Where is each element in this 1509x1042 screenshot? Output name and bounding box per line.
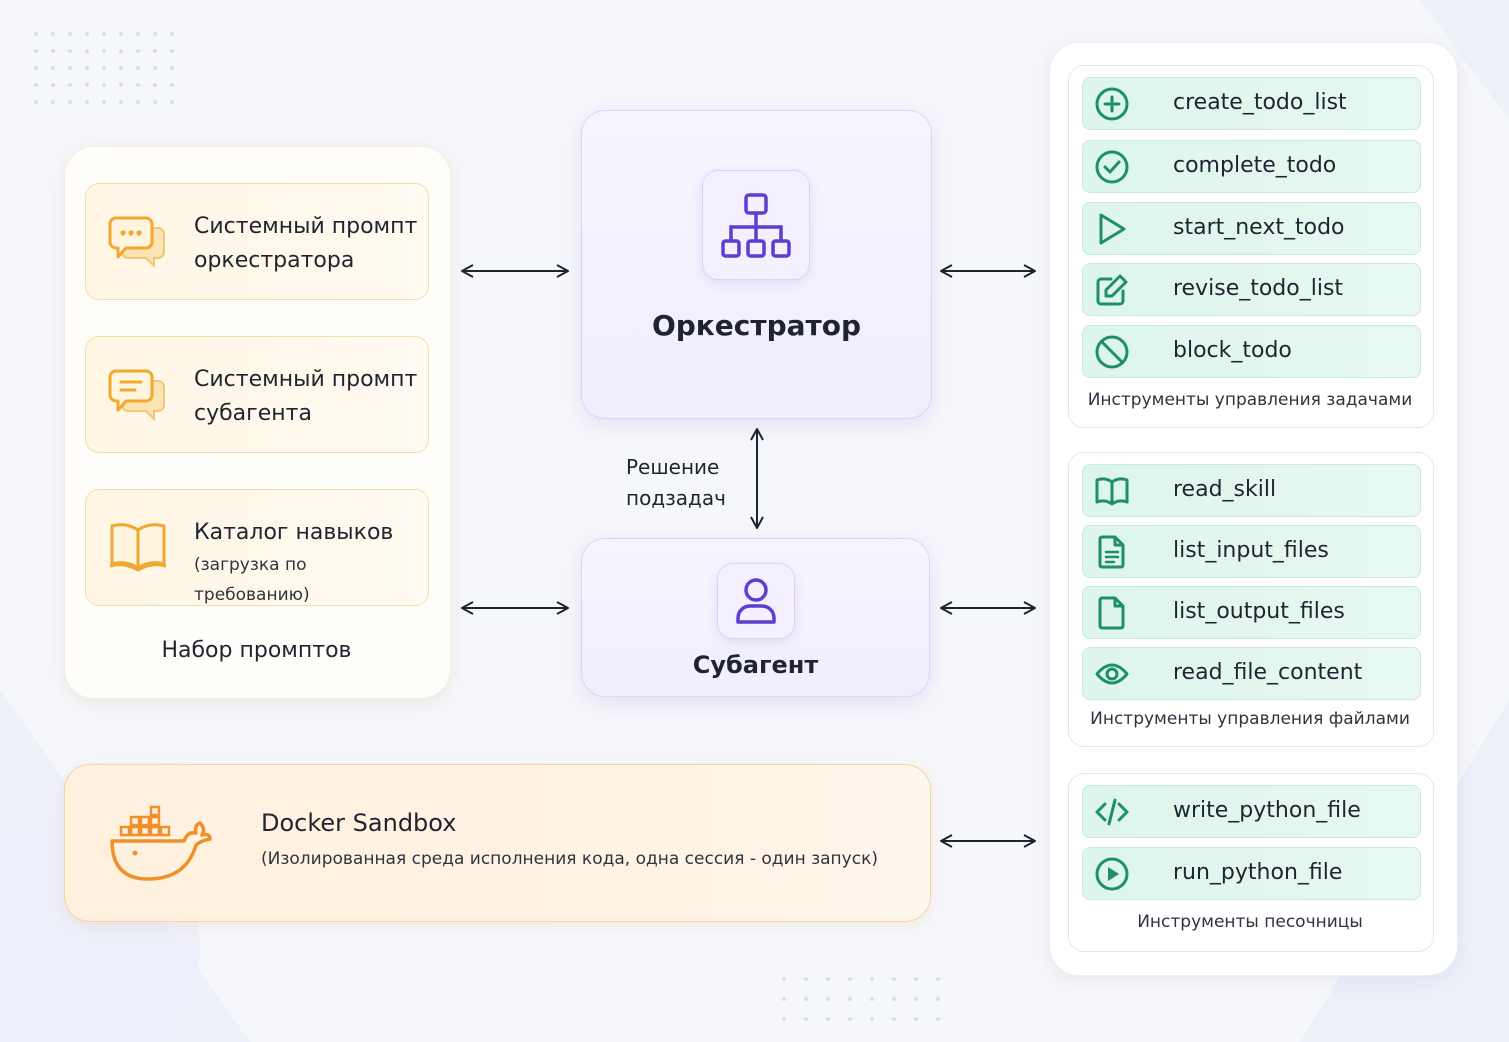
link-label-line2: подзадач bbox=[626, 486, 726, 510]
tool-name: run_python_file bbox=[1173, 860, 1343, 885]
play-circle-icon bbox=[1095, 857, 1129, 891]
book-icon bbox=[109, 523, 167, 572]
tool-list-output-files[interactable]: list_output_files bbox=[1082, 586, 1421, 639]
ban-icon bbox=[1095, 335, 1129, 369]
user-icon bbox=[736, 578, 776, 624]
orchestrator-icon-wrap bbox=[702, 170, 810, 280]
tool-name: list_input_files bbox=[1173, 538, 1329, 563]
docker-whale-icon bbox=[110, 805, 212, 881]
tool-name: create_todo_list bbox=[1173, 90, 1347, 115]
subagent-prompt-card[interactable]: Системный промпт субагента bbox=[85, 336, 429, 453]
tool-write-python-file[interactable]: write_python_file bbox=[1082, 785, 1421, 838]
eye-icon bbox=[1095, 663, 1129, 685]
tool-name: complete_todo bbox=[1173, 153, 1337, 178]
edit-icon bbox=[1096, 274, 1128, 306]
tool-name: read_file_content bbox=[1173, 660, 1363, 685]
orchestrator-node[interactable]: Оркестратор bbox=[581, 110, 932, 419]
dot-grid-decoration bbox=[34, 32, 187, 104]
tool-create-todo-list[interactable]: create_todo_list bbox=[1082, 77, 1421, 130]
tool-start-next-todo[interactable]: start_next_todo bbox=[1082, 202, 1421, 255]
tool-name: write_python_file bbox=[1173, 798, 1361, 823]
tool-name: read_skill bbox=[1173, 477, 1277, 502]
task-tools-caption: Инструменты управления задачами bbox=[1087, 390, 1413, 410]
play-icon bbox=[1099, 213, 1126, 245]
sandbox-tools-caption: Инструменты песочницы bbox=[1137, 912, 1363, 932]
tool-name: revise_todo_list bbox=[1173, 276, 1344, 301]
subtask-link-label: Решение подзадач bbox=[626, 452, 726, 514]
chat-lines-icon bbox=[108, 369, 165, 422]
subagent-node[interactable]: Субагент bbox=[581, 538, 930, 697]
orchestrator-title: Оркестратор bbox=[651, 309, 862, 342]
tool-run-python-file[interactable]: run_python_file bbox=[1082, 847, 1421, 900]
prompt-card-line1: Системный промпт bbox=[194, 367, 418, 392]
prompt-card-line2: субагента bbox=[194, 401, 312, 426]
docker-description: (Изолированная среда исполнения кода, од… bbox=[261, 849, 878, 869]
orchestrator-prompt-card[interactable]: Системный промпт оркестратора bbox=[85, 183, 429, 300]
book-open-icon bbox=[1095, 477, 1129, 506]
docker-sandbox[interactable]: Docker Sandbox (Изолированная среда испо… bbox=[64, 764, 931, 922]
tool-read-file-content[interactable]: read_file_content bbox=[1082, 647, 1421, 700]
hierarchy-icon bbox=[721, 193, 791, 258]
link-label-line1: Решение bbox=[626, 455, 720, 479]
tool-complete-todo[interactable]: complete_todo bbox=[1082, 140, 1421, 193]
file-icon bbox=[1098, 596, 1125, 630]
dot-grid-decoration-bottom bbox=[782, 977, 958, 1021]
code-icon bbox=[1095, 798, 1129, 826]
tool-name: list_output_files bbox=[1173, 599, 1345, 624]
tool-name: start_next_todo bbox=[1173, 215, 1345, 240]
prompts-panel-caption: Набор промптов bbox=[161, 638, 352, 663]
tool-revise-todo-list[interactable]: revise_todo_list bbox=[1082, 263, 1421, 316]
tool-read-skill[interactable]: read_skill bbox=[1082, 464, 1421, 517]
skills-catalog-card[interactable]: Каталог навыков (загрузка по требованию) bbox=[85, 489, 429, 606]
tool-block-todo[interactable]: block_todo bbox=[1082, 325, 1421, 378]
check-circle-icon bbox=[1095, 150, 1129, 184]
file-text-icon bbox=[1098, 535, 1125, 569]
prompt-card-line1: Каталог навыков bbox=[194, 520, 394, 545]
docker-title: Docker Sandbox bbox=[261, 809, 457, 837]
chat-dots-icon bbox=[108, 216, 165, 269]
prompt-card-line1: Системный промпт bbox=[194, 214, 418, 239]
file-tools-caption: Инструменты управления файлами bbox=[1090, 709, 1410, 729]
tool-list-input-files[interactable]: list_input_files bbox=[1082, 525, 1421, 578]
subagent-title: Субагент bbox=[692, 651, 819, 679]
prompt-card-subtitle: (загрузка по требованию) bbox=[194, 555, 310, 605]
subagent-icon-wrap bbox=[717, 563, 795, 639]
plus-circle-icon bbox=[1095, 87, 1129, 121]
prompt-card-line2: оркестратора bbox=[194, 248, 355, 273]
tool-name: block_todo bbox=[1173, 338, 1292, 363]
